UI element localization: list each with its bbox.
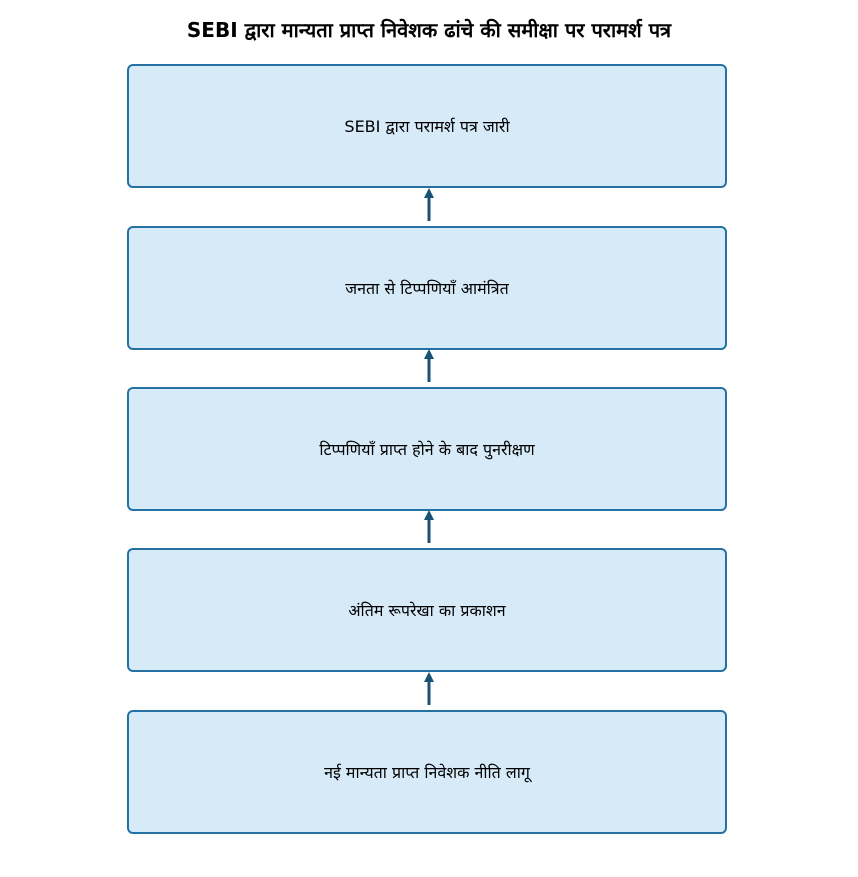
step-box-5: नई मान्यता प्राप्त निवेशक नीति लागू: [127, 710, 727, 834]
arrow-up-icon: [424, 349, 434, 382]
step-box-3: टिप्पणियाँ प्राप्त होने के बाद पुनरीक्षण: [127, 387, 727, 511]
step-label: जनता से टिप्पणियाँ आमंत्रित: [345, 279, 509, 298]
arrow-up-icon: [424, 188, 434, 221]
step-box-2: जनता से टिप्पणियाँ आमंत्रित: [127, 226, 727, 350]
step-label: नई मान्यता प्राप्त निवेशक नीति लागू: [324, 763, 530, 782]
step-box-4: अंतिम रूपरेखा का प्रकाशन: [127, 548, 727, 672]
step-label: SEBI द्वारा परामर्श पत्र जारी: [344, 117, 510, 136]
arrow-up-icon: [424, 510, 434, 543]
step-label: अंतिम रूपरेखा का प्रकाशन: [348, 601, 506, 620]
step-label: टिप्पणियाँ प्राप्त होने के बाद पुनरीक्षण: [319, 440, 535, 459]
diagram-title: SEBI द्वारा मान्यता प्राप्त निवेशक ढांचे…: [186, 18, 672, 42]
arrow-up-icon: [424, 672, 434, 705]
step-box-1: SEBI द्वारा परामर्श पत्र जारी: [127, 64, 727, 188]
